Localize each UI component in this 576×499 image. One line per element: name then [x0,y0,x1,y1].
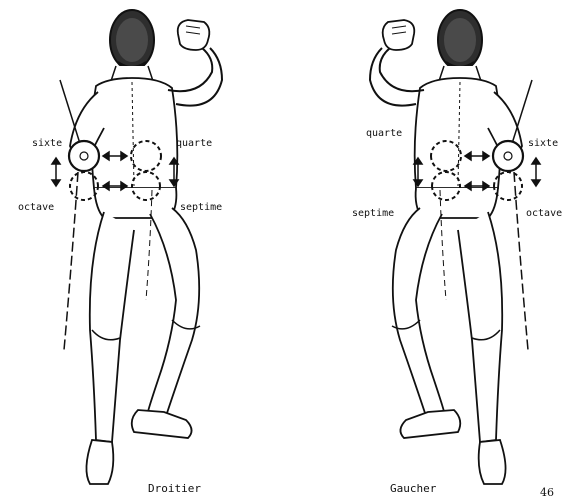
caption-gaucher: Gaucher [390,482,436,495]
label-octave-left: octave [18,202,54,213]
page-number: 46 [540,486,554,499]
fencer-droitier [52,10,222,484]
label-quarte-left: quarte [176,138,212,149]
caption-droitier: Droitier [148,482,201,495]
label-octave-right: octave [526,208,562,219]
sixte-circle-icon [69,141,99,171]
label-septime-right: septime [352,208,394,219]
label-sixte-right: sixte [528,138,558,149]
label-quarte-right: quarte [366,128,402,139]
fencer-gaucher [370,10,540,484]
label-septime-left: septime [180,202,222,213]
sixte-circle-icon [493,141,523,171]
label-sixte-left: sixte [32,138,62,149]
